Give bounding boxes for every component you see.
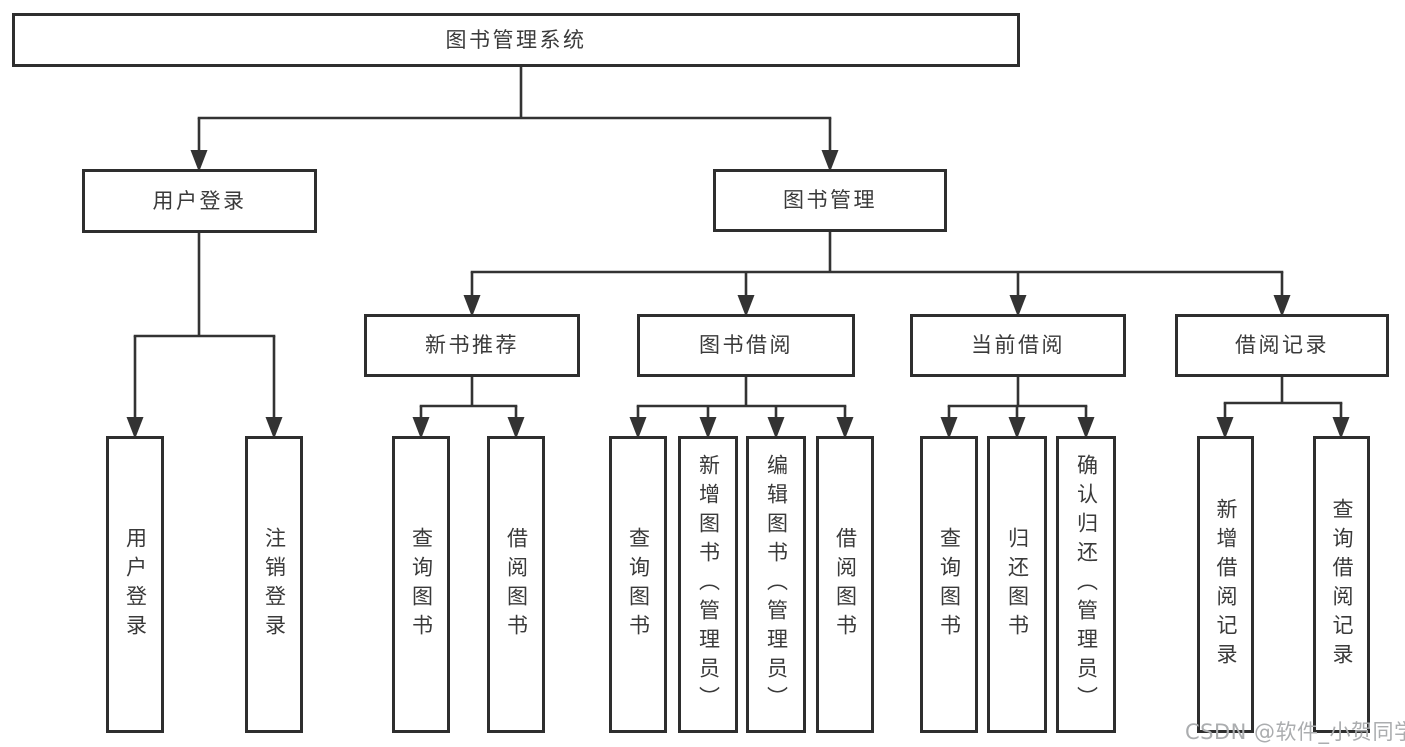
leaf-borrow-books-borrowing: 借阅图书: [816, 436, 874, 733]
node-new-book-recommend: 新书推荐: [364, 314, 580, 377]
leaf-query-books-current: 查询图书: [920, 436, 978, 733]
leaf-add-borrow-record: 新增借阅记录: [1197, 436, 1254, 733]
node-borrowing-records: 借阅记录: [1175, 314, 1389, 377]
leaf-user-login: 用户登录: [106, 436, 164, 733]
node-book-management-group: 图书管理: [713, 169, 947, 232]
node-user-login-group: 用户登录: [82, 169, 317, 233]
leaf-borrow-books-recommend: 借阅图书: [487, 436, 545, 733]
leaf-logout: 注销登录: [245, 436, 303, 733]
leaf-query-borrow-record: 查询借阅记录: [1313, 436, 1370, 733]
leaf-add-books-admin: 新增图书（管理员）: [678, 436, 738, 733]
leaf-confirm-return-admin: 确认归还（管理员）: [1056, 436, 1116, 733]
node-current-borrowing: 当前借阅: [910, 314, 1126, 377]
node-library-management-system: 图书管理系统: [12, 13, 1020, 67]
leaf-return-books: 归还图书: [987, 436, 1047, 733]
leaf-edit-books-admin: 编辑图书（管理员）: [746, 436, 806, 733]
leaf-query-books-recommend: 查询图书: [392, 436, 450, 733]
node-book-borrowing: 图书借阅: [637, 314, 855, 377]
leaf-query-books-borrowing: 查询图书: [609, 436, 667, 733]
csdn-watermark: CSDN @软件_小贺同学: [1185, 720, 1405, 744]
